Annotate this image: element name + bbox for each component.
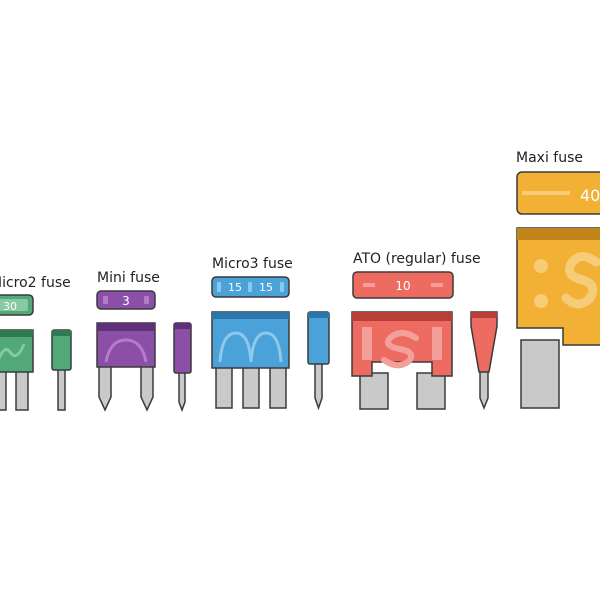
ato-fuse-element [381,330,419,369]
micro2-fuse-label: Micro2 fuse [0,275,71,291]
micro3-fuse-element-2 [249,331,283,363]
maxi-left-rivet-top [534,259,548,273]
ato-cap [352,312,452,321]
maxi-cap [517,228,600,240]
micro2-front-view [0,329,34,411]
ato-top-right-contact [431,283,443,287]
ato-side-body [470,311,498,373]
micro3-rating-text-1: 15 [228,281,242,294]
mini-side-cap [174,323,191,329]
ato-right-blade [416,372,446,410]
ato-top-left-contact [363,283,375,287]
micro3-side-blade [314,361,323,411]
mini-top-left-contact [103,296,108,304]
micro3-left-blade [215,364,233,409]
maxi-left-blade [520,339,560,409]
ato-body [351,311,453,377]
ato-left-terminal-window [362,327,372,360]
micro3-top-contact-2 [248,282,252,292]
maxi-fuse-label: Maxi fuse [516,150,583,166]
micro3-fuse-group: Micro3 fuse 15 15 [211,256,330,411]
micro2-fuse-element [0,343,26,360]
micro2-top-view-window [0,299,28,311]
mini-side-body [173,322,192,374]
mini-top-view: 3 [96,290,156,310]
ato-top-view: 10 [352,271,454,299]
ato-left-blade [359,372,389,410]
mini-fuse-label: Mini fuse [97,270,160,286]
micro2-side-view [51,329,72,411]
mini-top-right-contact [144,296,149,304]
ato-side-view [470,311,498,411]
micro3-rating-text-2: 15 [259,281,273,294]
mini-fuse-element [104,338,148,363]
mini-fuse-group: Mini fuse 3 [96,270,192,413]
micro2-rating-text: 30 [3,300,17,313]
maxi-left-rivet-bottom [534,294,548,308]
micro3-top-view: 15 15 [211,276,290,298]
micro3-cap [212,312,289,319]
ato-fuse-group: ATO (regular) fuse 10 [351,251,498,411]
micro3-top-contact-1 [217,282,221,292]
maxi-top-contact-slot [522,191,570,195]
maxi-top-view: 40 [516,171,600,215]
micro2-right-blade [15,367,29,411]
ato-rating-text: 10 [395,279,410,293]
micro3-side-body [307,311,330,365]
ato-side-cap [471,312,497,318]
ato-top-view-shape [352,271,454,299]
micro3-top-contact-3 [280,282,284,292]
mini-side-view [173,322,192,413]
micro3-side-cap [308,312,329,318]
micro3-side-view [307,311,330,411]
maxi-front-view [516,227,600,409]
micro2-cap [0,330,33,337]
mini-right-blade [140,364,154,412]
mini-rating-text: 3 [122,294,130,308]
micro2-top-view: 30 [0,294,34,316]
mini-side-blade [178,369,186,413]
micro2-left-blade [0,367,7,411]
micro2-side-blade [57,367,66,411]
mini-front-view [96,322,156,412]
ato-side-blade [479,367,489,411]
micro3-front-view [211,311,290,409]
micro3-right-blade [269,364,287,409]
micro2-side-cap [52,330,71,336]
mini-left-blade [98,364,112,412]
micro3-fuse-label: Micro3 fuse [212,256,293,272]
maxi-fuse-element [561,252,600,309]
mini-cap [97,323,155,331]
mini-top-view-shape [96,290,156,310]
ato-right-terminal-window [432,327,442,360]
ato-fuse-label: ATO (regular) fuse [353,251,481,267]
maxi-fuse-group: Maxi fuse 40 [516,150,600,409]
maxi-rating-text: 40 [580,186,600,205]
micro2-fuse-group: Micro2 fuse 30 [0,275,72,411]
micro3-middle-blade [242,364,260,409]
ato-front-view [351,311,453,410]
micro3-fuse-element-1 [218,331,253,363]
